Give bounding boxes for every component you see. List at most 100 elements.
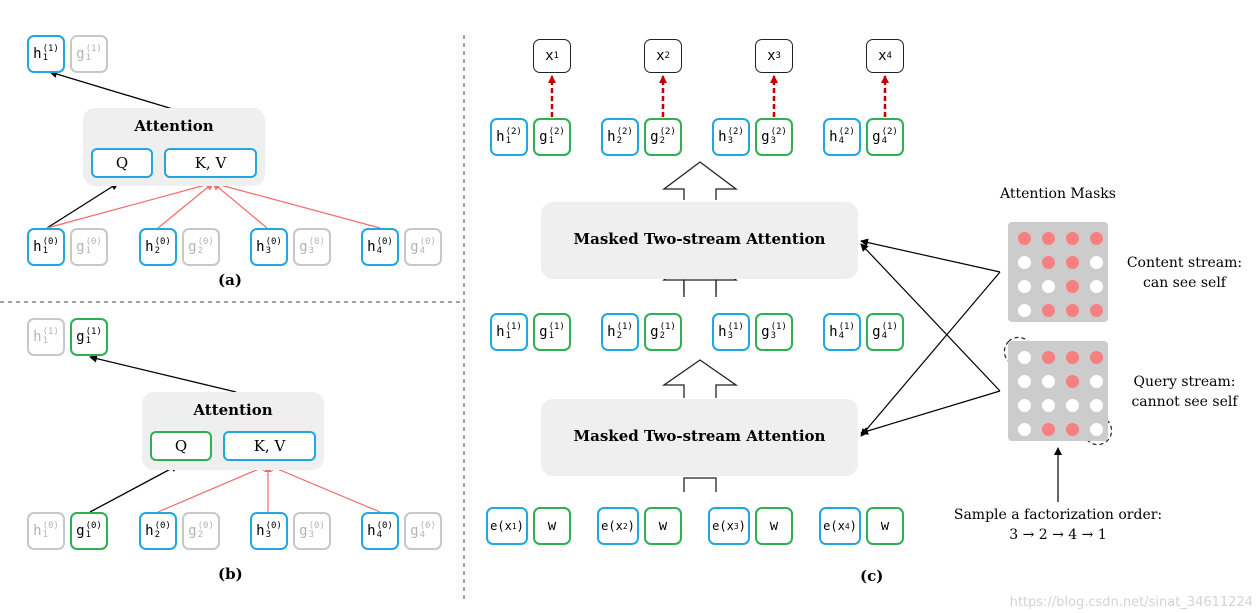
a-out-h1-base: h (33, 46, 42, 62)
b-kv-edge-2 (157, 464, 269, 513)
c-l2-h2: h(2)2 (601, 118, 639, 156)
b-in-g2: g(0)2 (182, 512, 220, 550)
c-l2-g3-index: 3 (770, 136, 776, 146)
c-l1-h1: h(1)1 (490, 313, 528, 351)
a-in-h1-layer: (0) (42, 237, 59, 247)
c-output-x-base: x (656, 48, 665, 64)
a-in-h2-index: 2 (154, 246, 160, 256)
b-in-h3-index: 3 (265, 530, 271, 540)
c-l2-g2-index: 2 (659, 136, 665, 146)
b-out-h1: h(1)1 (27, 318, 65, 356)
a-kv-edge-4 (212, 180, 381, 229)
query-mask-cell-3-1 (1042, 423, 1055, 436)
b-in-h2-layer: (0) (154, 521, 171, 531)
c-l2-g4-layer: (2) (881, 127, 898, 137)
c-l1-g3-base: g (761, 324, 770, 340)
c-mask-token-w2: w (644, 507, 682, 545)
c-l1-h1-base: h (496, 324, 505, 340)
content-mask-cell-0-3 (1090, 232, 1103, 245)
a-out-h1-index: 1 (42, 53, 48, 63)
c-l2-g1: g(2)1 (533, 118, 571, 156)
c-l2-h4-index: 4 (838, 136, 844, 146)
c-mask-token-w4: w (866, 507, 904, 545)
query-mask-cell-3-0 (1018, 423, 1031, 436)
c-embedding-suffix: ) (849, 519, 857, 533)
c-l1-g1-layer: (1) (548, 322, 565, 332)
c-l1-g3: g(1)3 (755, 313, 793, 351)
c-output-x-base: x (767, 48, 776, 64)
c-l2-h3-base: h (718, 129, 727, 145)
content-mask-cell-1-1 (1042, 256, 1055, 269)
query-mask-to-lower (860, 390, 1001, 435)
a-out-h1-layer: (1) (42, 44, 59, 54)
b-in-h3-base: h (256, 523, 265, 539)
query-mask-cell-0-1 (1042, 351, 1055, 364)
a-in-h1: h(0)1 (27, 228, 65, 266)
a-in-h4: h(0)4 (361, 228, 399, 266)
query-mask-cell-2-3 (1090, 399, 1103, 412)
c-l1-h2-base: h (607, 324, 616, 340)
c-l2-h3: h(2)3 (712, 118, 750, 156)
b-in-g3-base: g (299, 523, 308, 539)
c-l2-g3-base: g (761, 129, 770, 145)
c-l2-g3-layer: (2) (770, 127, 787, 137)
content-mask-cell-0-0 (1018, 232, 1031, 245)
content-mask-cell-2-2 (1066, 280, 1079, 293)
content-stream-label-2: can see self (1143, 275, 1226, 291)
b-in-h2-base: h (145, 523, 154, 539)
b-in-h1-index: 1 (42, 530, 48, 540)
b-out-h1-base: h (33, 329, 42, 345)
masks-title: Attention Masks (1000, 186, 1116, 202)
c-embedding-prefix: e(x (712, 519, 734, 533)
a-in-g4-base: g (410, 239, 419, 255)
b-in-h4-index: 4 (376, 530, 382, 540)
content-mask-cell-3-0 (1018, 304, 1031, 317)
c-l2-g4: g(2)4 (866, 118, 904, 156)
c-attention-lower (541, 399, 858, 476)
c-l2-g1-layer: (2) (548, 127, 565, 137)
c-mask-token-label: w (658, 518, 668, 534)
sample-order-label-1: Sample a factorization order: (953, 507, 1163, 523)
c-flow-arrow-mid (661, 359, 739, 398)
b-query-arrow (89, 464, 179, 513)
a-in-g1: g(0)1 (70, 228, 108, 266)
content-mask-cell-3-3 (1090, 304, 1103, 317)
b-in-h4-base: h (367, 523, 376, 539)
content-mask-cell-3-1 (1042, 304, 1055, 317)
content-mask-cell-0-1 (1042, 232, 1055, 245)
c-l2-g4-index: 4 (881, 136, 887, 146)
c-caption: (c) (860, 567, 884, 585)
c-flow-arrow-top (662, 161, 738, 200)
b-in-g2-layer: (0) (197, 521, 214, 531)
c-l2-g4-base: g (872, 129, 881, 145)
watermark: https://blog.csdn.net/sinat_34611224 (1009, 595, 1253, 610)
c-l1-h2-index: 2 (616, 331, 622, 341)
content-stream-mask (1008, 222, 1108, 322)
b-in-g1: g(0)1 (70, 512, 108, 550)
c-l1-g4: g(1)4 (866, 313, 904, 351)
content-mask-cell-2-0 (1018, 280, 1031, 293)
c-mask-token-label: w (880, 518, 890, 534)
c-l2-h4-base: h (829, 129, 838, 145)
c-l1-h4-base: h (829, 324, 838, 340)
c-l2-h4: h(2)4 (823, 118, 861, 156)
content-mask-to-upper (860, 238, 1001, 273)
a-in-h3: h(0)3 (250, 228, 288, 266)
c-l2-h3-index: 3 (727, 136, 733, 146)
c-l2-h3-layer: (2) (727, 127, 744, 137)
a-out-g1: g(1)1 (70, 35, 108, 73)
a-in-h4-base: h (367, 239, 376, 255)
b-in-g4-base: g (410, 523, 419, 539)
b-out-h1-index: 1 (42, 336, 48, 346)
c-embedding-suffix: ) (627, 519, 635, 533)
b-caption: (b) (218, 565, 243, 583)
c-l2-g2-layer: (2) (659, 127, 676, 137)
c-l2-h1-layer: (2) (505, 127, 522, 137)
content-mask-to-lower (860, 271, 1001, 437)
a-in-h1-base: h (33, 239, 42, 255)
c-mask-token-label: w (769, 518, 779, 534)
